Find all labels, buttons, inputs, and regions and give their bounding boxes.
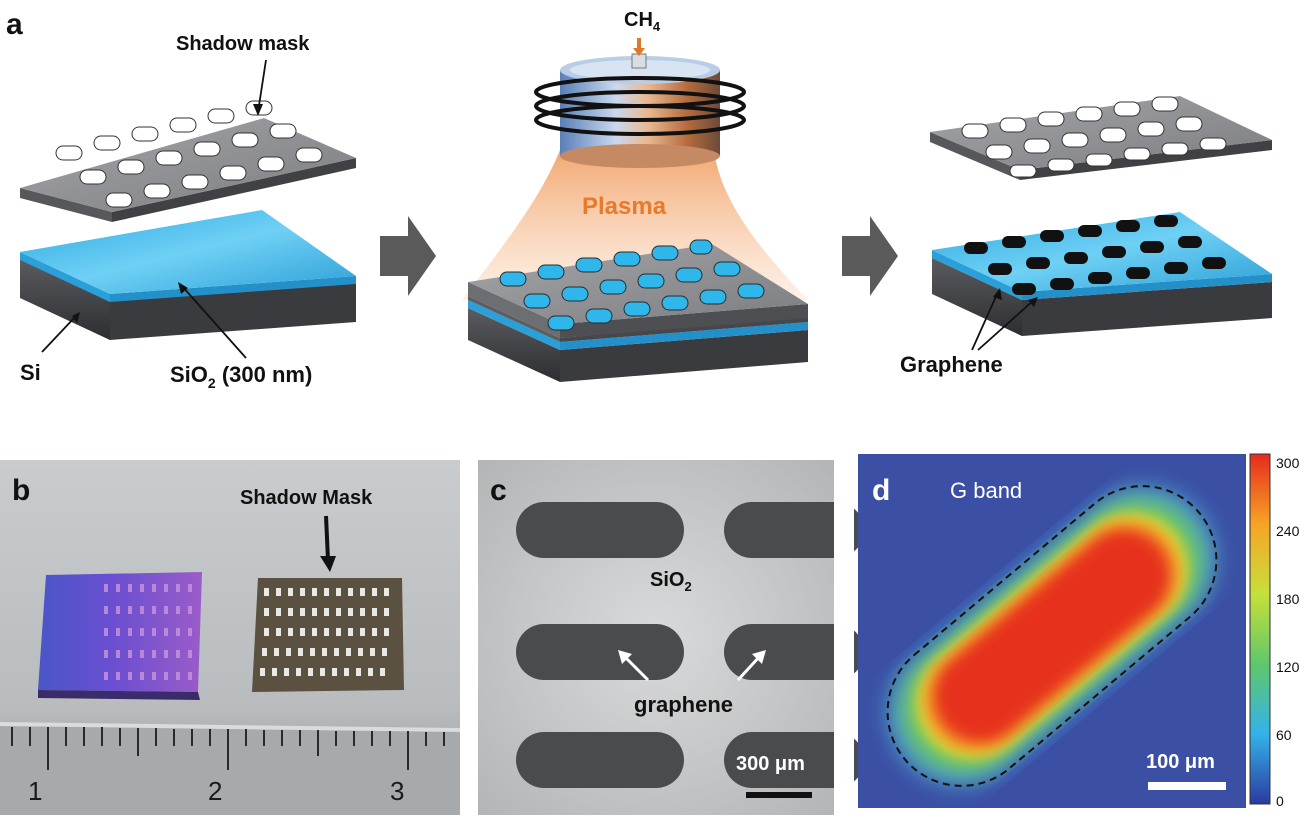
left-mask-holes bbox=[55, 100, 323, 208]
colorbar-tick: 180 bbox=[1276, 591, 1300, 607]
scale-label-d: 100 μm bbox=[1146, 751, 1215, 773]
colorbar-tick: 240 bbox=[1276, 523, 1300, 539]
panel-d-letter: d bbox=[872, 474, 890, 507]
panel-d: d G band 100 μm 300 240 180 120 60 0 bbox=[858, 453, 1300, 809]
label-ch4: CH4 bbox=[624, 9, 661, 34]
label-shadow-mask-photo: Shadow Mask bbox=[240, 487, 373, 509]
label-sio2-substrate: SiO2 (300 nm) bbox=[170, 362, 312, 391]
process-arrow-1 bbox=[380, 216, 436, 296]
sem-arrow-left bbox=[618, 650, 650, 682]
sem-arrow-right bbox=[736, 650, 766, 682]
panel-a: a bbox=[6, 8, 1272, 391]
colorbar bbox=[1249, 453, 1271, 805]
panel-c: c SiO2 graphene 300 μm bbox=[478, 460, 864, 815]
label-shadow-mask: Shadow mask bbox=[176, 33, 310, 55]
wafer-patterns bbox=[104, 584, 192, 680]
label-si: Si bbox=[20, 360, 41, 385]
mask-sample-holes bbox=[260, 588, 389, 676]
ruler-label-3: 3 bbox=[390, 776, 404, 806]
panel-b: b Shadow Mask 1 2 3 bbox=[0, 460, 460, 815]
ruler bbox=[0, 722, 460, 815]
colorbar-tick: 120 bbox=[1276, 659, 1300, 675]
rf-coil bbox=[534, 76, 746, 136]
panel-a-letter: a bbox=[6, 8, 23, 41]
scale-label-c: 300 μm bbox=[736, 753, 805, 775]
right-substrate bbox=[932, 212, 1272, 336]
raman-map bbox=[886, 485, 1218, 787]
label-sio2-sem: SiO2 bbox=[650, 569, 692, 594]
ruler-label-2: 2 bbox=[208, 776, 222, 806]
right-shadow-mask bbox=[930, 96, 1272, 180]
colorbar-tick: 300 bbox=[1276, 455, 1300, 471]
panel-c-letter: c bbox=[490, 474, 507, 507]
right-mask-holes bbox=[961, 96, 1227, 178]
ruler-ticks bbox=[11, 727, 445, 770]
ruler-label-1: 1 bbox=[28, 776, 42, 806]
scale-bar-c bbox=[746, 792, 812, 798]
middle-stack bbox=[468, 239, 808, 382]
panel-b-letter: b bbox=[12, 474, 30, 507]
sem-graphene-patches bbox=[516, 502, 864, 788]
colorbar-tick: 60 bbox=[1276, 727, 1292, 743]
label-graphene-sem: graphene bbox=[634, 692, 733, 717]
map-title: G band bbox=[950, 478, 1022, 503]
left-substrate bbox=[20, 210, 356, 340]
colorbar-ticks: 300 240 180 120 60 0 bbox=[1276, 455, 1300, 809]
graphene-patches bbox=[964, 215, 1226, 295]
left-shadow-mask bbox=[20, 100, 356, 222]
label-plasma: Plasma bbox=[582, 193, 667, 220]
scale-bar-d bbox=[1148, 782, 1226, 790]
colorbar-tick: 0 bbox=[1276, 793, 1284, 809]
process-arrow-2 bbox=[842, 216, 898, 296]
label-graphene: Graphene bbox=[900, 352, 1003, 377]
middle-mask-holes bbox=[499, 239, 765, 331]
